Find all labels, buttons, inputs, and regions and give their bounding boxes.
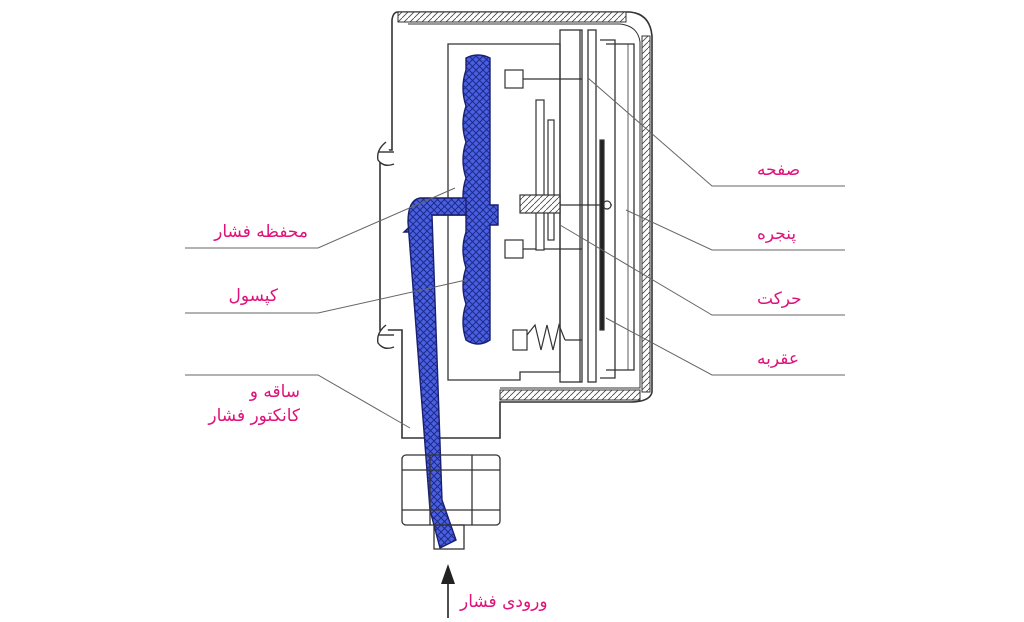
label-pressure-chamber: محفظه فشار — [214, 222, 308, 242]
label-dial: صفحه — [757, 160, 801, 180]
housing-side-hatch — [641, 35, 651, 393]
label-pointer: عقربه — [757, 349, 799, 369]
leader-movement — [559, 224, 845, 316]
leader-dial — [587, 77, 845, 187]
label-window: پنجره — [757, 224, 797, 244]
leader-window — [625, 209, 845, 251]
housing-top-hatch — [397, 11, 627, 23]
screws — [376, 141, 395, 350]
screw-top — [376, 141, 395, 167]
pressure-inlet-arrow — [441, 564, 455, 618]
screw-bottom — [376, 324, 395, 350]
label-stem-line2: کانکتور فشار — [208, 406, 300, 426]
housing-bottom-hatch — [499, 389, 641, 401]
leader-lines — [185, 77, 845, 429]
leader-chamber — [185, 187, 456, 249]
housing-outline — [379, 11, 653, 439]
label-capsule: کپسول — [228, 286, 278, 306]
movement-mechanism — [504, 69, 612, 351]
label-pressure-inlet: ورودی فشار — [460, 592, 548, 612]
label-movement: حرکت — [757, 289, 802, 309]
leader-pointer — [605, 317, 845, 376]
housing — [379, 11, 653, 439]
label-stem-line1: ساقه و — [249, 382, 300, 402]
stem-tube — [407, 197, 467, 550]
capsule — [402, 54, 499, 345]
leader-stem — [185, 374, 411, 429]
connector-fitting — [401, 454, 501, 550]
leader-capsule — [185, 279, 467, 314]
housing-inner-wall — [408, 23, 641, 389]
